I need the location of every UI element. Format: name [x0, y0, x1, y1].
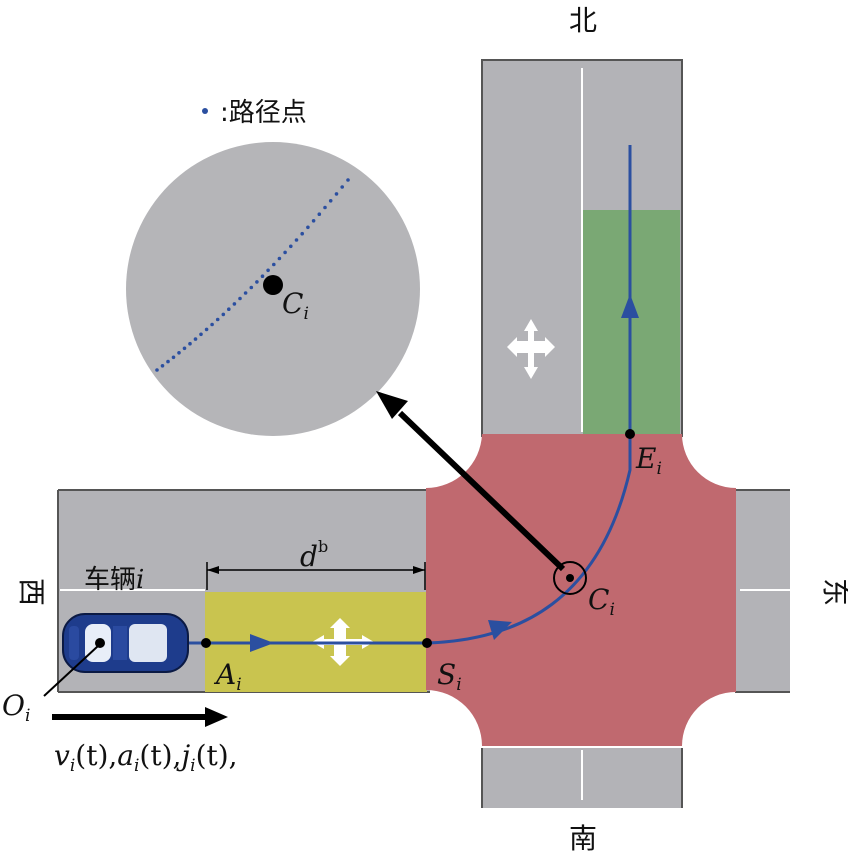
point-S: [422, 638, 432, 648]
zoom-path-point: [155, 368, 159, 372]
zoom-path-point: [323, 205, 327, 210]
zoom-path-point: [171, 355, 176, 360]
distance-label: db: [300, 537, 328, 573]
zoom-path-point: [266, 268, 270, 273]
point-E: [625, 429, 635, 439]
zoom-path-point: [306, 225, 310, 230]
zoom-path-point: [177, 351, 181, 355]
zoom-path-point: [160, 364, 165, 368]
distance-arrowhead-left: [207, 566, 219, 574]
label-C: Ci: [588, 583, 615, 620]
vehicle-label: 车辆i: [84, 565, 144, 595]
zoom-point-C: [263, 275, 283, 295]
zoom-path-points: [155, 178, 350, 372]
zoom-path-point: [166, 359, 170, 364]
zoom-path-point: [232, 302, 237, 306]
O-leader-line: [43, 645, 99, 697]
zoom-path-point: [193, 337, 198, 341]
vehicle-path: [62, 145, 632, 645]
zoom-path-point: [249, 285, 254, 290]
lane-arrow-icon: [507, 319, 555, 379]
compass-south: 南: [569, 822, 597, 855]
motion-label: vi(t),ai(t),ji(t),: [54, 739, 238, 776]
label-C-zoom: Ci: [282, 287, 309, 324]
zoom-path-point: [340, 185, 345, 189]
zoom-path-point: [221, 312, 226, 317]
zoom-path-point: [199, 332, 203, 337]
zoom-path-point: [311, 219, 316, 223]
point-A: [201, 638, 211, 648]
label-O: Oi: [2, 689, 30, 726]
zoom-path-point: [328, 199, 333, 203]
path-arrow-west: [250, 634, 274, 652]
zoom-path-point: [255, 280, 259, 284]
zoom-path-point: [215, 317, 220, 322]
zoom-path-point: [238, 296, 242, 301]
zoom-pointer-arrowhead: [376, 391, 408, 419]
compass-north: 北: [569, 4, 597, 37]
motion-arrowhead: [205, 707, 228, 727]
path-arrow-north: [621, 294, 639, 318]
zoom-path-point: [334, 192, 339, 196]
zoom-path-point: [272, 262, 276, 267]
zoom-path-point: [300, 231, 305, 236]
distance-arrowhead-right: [413, 566, 425, 574]
zoom-path-point: [317, 212, 322, 216]
zoom-path-point: [243, 291, 248, 295]
compass-east: 东: [819, 578, 848, 606]
label-A: Ai: [213, 658, 242, 695]
legend-dot-icon: [202, 108, 208, 114]
zoom-path-point: [294, 238, 299, 242]
zoom-path-point: [260, 274, 265, 279]
point-C-ring: [553, 561, 587, 595]
zoom-path-point: [204, 327, 209, 332]
path-arrow-curve: [488, 620, 512, 640]
zoom-path-point: [289, 244, 293, 249]
zoom-pointer-arrow: [397, 410, 566, 572]
label-S: Si: [437, 658, 462, 695]
legend-label: :路径点: [220, 98, 307, 128]
compass-west: 西: [15, 578, 48, 606]
zoom-path-point: [182, 346, 187, 351]
point-C: [566, 574, 574, 582]
label-E: Ei: [635, 442, 662, 479]
zoom-path-point: [283, 250, 287, 255]
zoom-path-point: [227, 307, 231, 312]
zoom-path-point: [346, 178, 350, 182]
zoom-path-point: [188, 341, 192, 346]
zoom-path-point: [210, 322, 214, 327]
vehicle-icon: [62, 613, 189, 673]
zoom-path-point: [277, 256, 282, 261]
